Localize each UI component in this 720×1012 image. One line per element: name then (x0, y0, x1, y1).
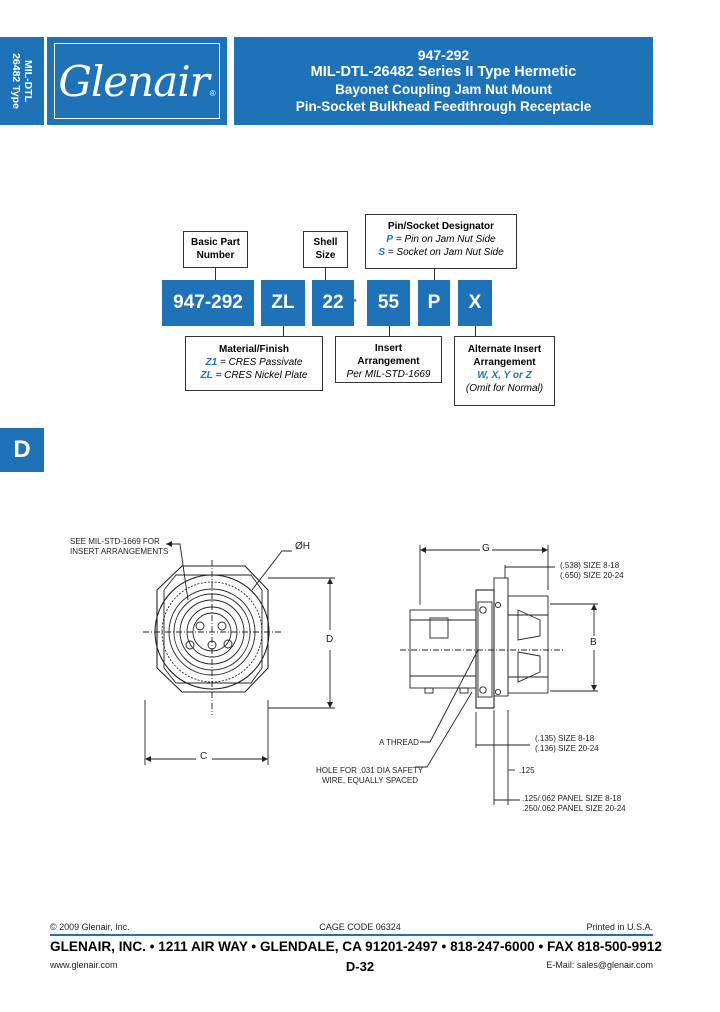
series-title: MIL-DTL-26482 Series II Type Hermetic (310, 64, 577, 80)
material-finish-label: Material/Finish Z1 = CRES Passivate ZL =… (185, 336, 323, 391)
front-view-drawing (143, 543, 335, 765)
side-view-drawing (400, 545, 598, 805)
segment-pin-socket: P (418, 280, 450, 326)
email-link[interactable]: E-Mail: sales@glenair.com (546, 960, 653, 970)
technical-drawing (143, 541, 598, 805)
website-link[interactable]: www.glenair.com (50, 960, 118, 970)
label-dim-c: C (200, 751, 208, 762)
note-see-std-line1: SEE MIL-STD-1669 FOR (70, 537, 160, 546)
label-a-thread: A THREAD (379, 738, 419, 747)
segment-insert: 55 (367, 280, 410, 326)
dim-135-line1: (.135) SIZE 8-18 (535, 734, 595, 743)
cage-code: CAGE CODE 06324 (319, 922, 401, 932)
dim-125: .125 (519, 766, 535, 775)
section-tab-d: D (0, 428, 44, 472)
dim-size-a-line2: (.650) SIZE 20-24 (560, 571, 624, 580)
dim-panel-line2: .250/.062 PANEL SIZE 20-24 (522, 804, 626, 813)
side-tab-line1: MIL-DTL (22, 60, 34, 102)
page-number: D-32 (345, 959, 375, 974)
logo-text: Glenair (58, 56, 209, 106)
note-hole-line1: HOLE FOR .031 DIA SAFETY (316, 766, 424, 775)
subtitle-1: Bayonet Coupling Jam Nut Mount (335, 82, 552, 97)
segment-basic-part: 947-292 (162, 280, 254, 326)
printed-in-usa: Printed in U.S.A. (586, 922, 653, 932)
logo-registered-mark: ® (209, 89, 216, 98)
glenair-logo: Glenair ® (47, 37, 227, 125)
label-dim-g: G (482, 543, 490, 554)
company-address: GLENAIR, INC. • 1211 AIR WAY • GLENDALE,… (50, 939, 662, 954)
footer-divider (50, 934, 653, 936)
dim-panel-line1: .125/.062 PANEL SIZE 8-18 (522, 794, 622, 803)
dim-135-line2: (.136) SIZE 20-24 (535, 744, 599, 753)
label-dia-h: ØH (295, 541, 310, 552)
segment-shell-size: 22 (312, 280, 354, 326)
segment-alternate: X (458, 280, 492, 326)
label-dim-b: B (590, 637, 597, 648)
side-tab-line2: 26482 Type (10, 53, 22, 109)
pin-socket-designator-label: Pin/Socket Designator P = Pin on Jam Nut… (365, 214, 517, 269)
segment-finish: ZL (261, 280, 305, 326)
subtitle-2: Pin-Socket Bulkhead Feedthrough Receptac… (295, 99, 592, 114)
segment-dash: - (351, 289, 357, 309)
dim-size-a-line1: (.538) SIZE 8-18 (560, 561, 620, 570)
title-block: 947-292 MIL-DTL-26482 Series II Type Her… (234, 37, 653, 125)
note-hole-line2: WIRE, EQUALLY SPACED (322, 776, 419, 785)
note-see-std-line2: INSERT ARRANGEMENTS (70, 547, 169, 556)
copyright: © 2009 Glenair, Inc. (50, 922, 130, 932)
label-dim-d: D (326, 634, 334, 645)
part-title: 947-292 (417, 47, 470, 63)
